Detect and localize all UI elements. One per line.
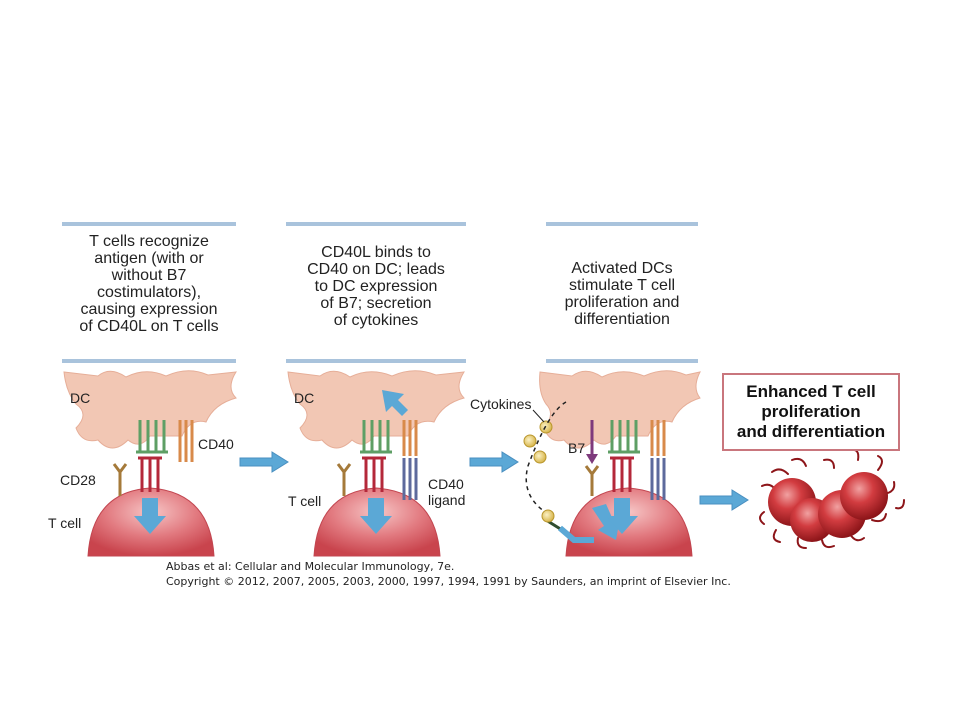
panel1-bottom-bar	[62, 359, 236, 363]
panel2-line: of cytokines	[333, 312, 419, 329]
label-t-cell-2: T cell	[288, 493, 322, 509]
panel2-bottom-bar	[286, 359, 466, 363]
cytokine-3	[533, 450, 547, 464]
tcr-receptor-2	[362, 456, 386, 492]
dc-upregulation-arrow	[382, 390, 408, 416]
signal-arrow-2	[360, 498, 392, 534]
credit-line-1: Abbas et al: Cellular and Molecular Immu…	[166, 560, 455, 573]
cd40-receptor-3	[650, 420, 666, 456]
panel3-line: differentiation	[574, 311, 670, 328]
outcome-line: and differentiation	[736, 422, 886, 441]
panel3-line: proliferation and	[564, 294, 680, 311]
panel3-line: Activated DCs	[571, 260, 673, 277]
panel1-top-bar	[62, 222, 236, 226]
mhc-receptor-2	[360, 420, 392, 454]
outcome-line: proliferation	[761, 402, 861, 421]
step-arrow-3	[699, 489, 749, 511]
step-arrow-1	[239, 451, 289, 473]
label-cd40: CD40	[198, 436, 234, 452]
label-t-cell-1: T cell	[48, 515, 82, 531]
proliferating-t-cells	[759, 448, 905, 549]
cd40-ligand-3	[650, 458, 666, 500]
mhc-receptor-1	[136, 420, 168, 454]
panel2-line: CD40L binds to	[321, 244, 431, 261]
panel3-caption: Activated DCs stimulate T cell prolifera…	[546, 260, 698, 328]
cytokine-receptor	[541, 509, 594, 543]
panel-bars	[62, 222, 698, 363]
label-cytokines: Cytokines	[470, 396, 532, 412]
cytokine-dashed-path	[525, 401, 567, 515]
label-cd40-ligand-2: ligand	[428, 492, 466, 508]
cd28-receptor-2	[336, 463, 352, 496]
cd28-receptor-3	[584, 465, 600, 496]
label-dc-2: DC	[294, 390, 315, 406]
panel3-line: stimulate T cell	[568, 277, 676, 294]
label-dc-1: DC	[70, 390, 91, 406]
panel2-top-bar	[286, 222, 466, 226]
panel2-illustration	[287, 370, 465, 557]
t-cell-ball-4	[840, 472, 888, 520]
panel2-caption: CD40L binds to CD40 on DC; leads to DC e…	[284, 244, 468, 329]
cd28-receptor-1	[112, 463, 128, 496]
tcr-receptor-1	[138, 456, 162, 492]
panel3-top-bar	[546, 222, 698, 226]
signal-arrow-1	[134, 498, 166, 534]
credit-line-2: Copyright © 2012, 2007, 2005, 2003, 2000…	[166, 575, 731, 588]
cd40-receptor-1	[178, 420, 194, 462]
panel1-line: of CD40L on T cells	[79, 318, 219, 335]
panel1-line: causing expression	[80, 301, 218, 318]
panel1-line: T cells recognize	[89, 233, 209, 250]
outcome-line: Enhanced T cell	[746, 382, 876, 401]
outcome-box: Enhanced T cell proliferation and differ…	[722, 373, 900, 451]
panel1-line: without B7	[111, 267, 187, 284]
step-arrow-2	[469, 451, 519, 473]
label-cd28: CD28	[60, 472, 96, 488]
cd40-receptor-2	[402, 420, 418, 456]
panel1-illustration	[63, 370, 237, 557]
panel3-bottom-bar	[546, 359, 698, 363]
cd40-ligand-2	[402, 458, 418, 500]
label-b7: B7	[568, 440, 586, 456]
tcr-receptor-3	[610, 456, 634, 492]
panel1-line: antigen (with or	[94, 250, 204, 267]
cytokine-2	[523, 434, 537, 448]
dendritic-cell-2	[287, 370, 465, 449]
panel2-line: CD40 on DC; leads	[307, 261, 445, 278]
b7-arrowhead	[586, 454, 598, 464]
signal-arrow-3a	[592, 504, 620, 540]
panel3-illustration	[523, 370, 701, 557]
signal-arrow-3b	[606, 498, 638, 534]
label-cd40-ligand-1: CD40	[428, 476, 464, 492]
panel1-caption: T cells recognize antigen (with or witho…	[58, 233, 240, 335]
panel2-line: of B7; secretion	[320, 295, 432, 312]
panel1-line: costimulators),	[96, 284, 202, 301]
dendritic-cell-1	[63, 370, 237, 449]
cytokines-pointer	[532, 409, 545, 423]
panel2-line: to DC expression	[314, 278, 438, 295]
mhc-receptor-3	[608, 420, 640, 454]
